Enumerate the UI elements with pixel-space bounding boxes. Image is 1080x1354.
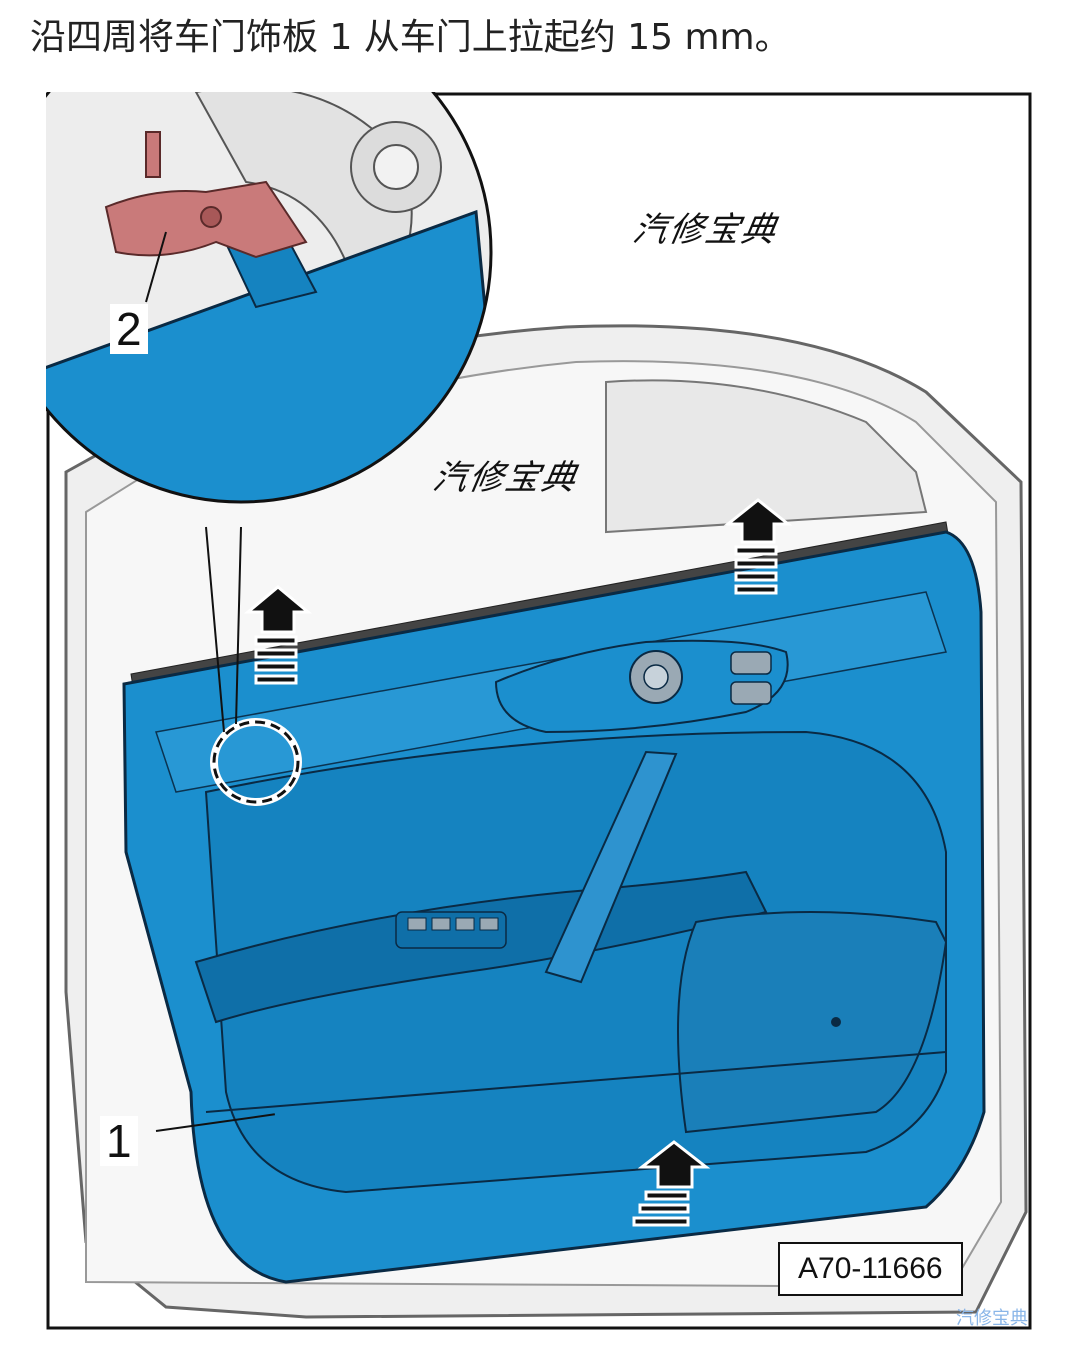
door-pocket bbox=[677, 911, 948, 1134]
lift-arrow-upper-left bbox=[243, 585, 313, 685]
watermark-text: 汽修宝典 bbox=[429, 458, 581, 498]
lift-arrow-upper-right bbox=[723, 498, 793, 595]
corner-watermark: 汽修宝典 bbox=[956, 1308, 1028, 1329]
pull-handle bbox=[544, 750, 678, 984]
callout-2: 2 bbox=[110, 304, 148, 354]
door-illustration-svg bbox=[46, 92, 1032, 1330]
lift-arrow-bottom bbox=[632, 1140, 711, 1227]
callout-1: 1 bbox=[100, 1116, 138, 1166]
lock-button bbox=[730, 651, 772, 675]
door-trim-illustration: 2 1 汽修宝典 汽修宝典 A70-11666 汽修宝典 bbox=[46, 92, 1032, 1330]
caption-text: 沿四周将车门饰板 1 从车门上拉起约 15 mm。 bbox=[30, 17, 791, 58]
reference-code: A70-11666 bbox=[778, 1242, 963, 1296]
window-opening bbox=[605, 379, 928, 534]
unlock-button bbox=[730, 681, 772, 705]
watermark-text: 汽修宝典 bbox=[629, 210, 781, 250]
detail-leader-lines bbox=[205, 526, 242, 733]
